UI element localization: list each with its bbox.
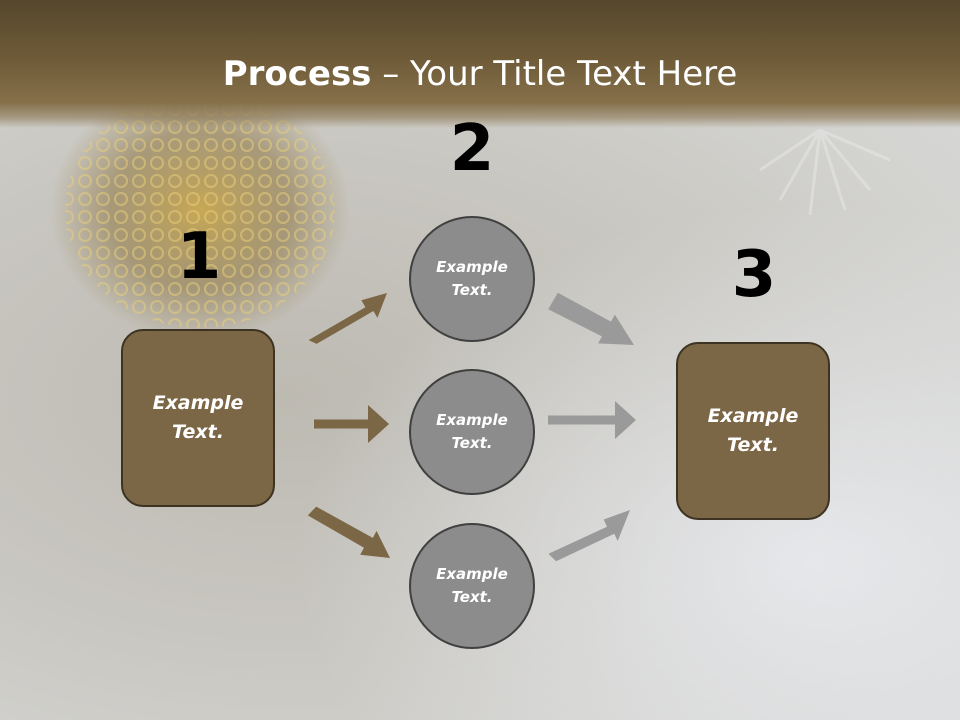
title-strong: Process (222, 54, 372, 94)
arrow-left-to-bottom (307, 506, 390, 558)
circle-bottom-text: Example Text. (436, 565, 508, 606)
arrow-top-to-right (548, 292, 634, 345)
background-pine-image (759, 128, 891, 216)
step-number-3: 3 (731, 238, 777, 312)
background-ornament-image (50, 100, 350, 340)
circle-middle-text: Example Text. (436, 411, 508, 452)
step-number-1: 1 (176, 220, 222, 294)
arrow-left-to-top (308, 293, 387, 344)
arrow-middle-to-right (548, 401, 636, 439)
step-2-circle-top: Example Text. (409, 216, 535, 342)
circle-top-text: Example Text. (436, 258, 508, 299)
step-1-text: Example Text. (152, 392, 244, 443)
step-1-box: Example Text. (121, 329, 275, 507)
slide-title: Process – Your Title Text Here (0, 52, 960, 96)
step-number-2: 2 (449, 112, 495, 186)
step-3-text: Example Text. (707, 405, 799, 456)
step-2-circle-bottom: Example Text. (409, 523, 535, 649)
title-rest: – Your Title Text Here (371, 54, 738, 94)
title-bar (0, 0, 960, 128)
arrow-bottom-to-right (548, 510, 630, 562)
step-2-circle-middle: Example Text. (409, 369, 535, 495)
arrow-left-to-middle (314, 405, 389, 443)
step-3-box: Example Text. (676, 342, 830, 520)
